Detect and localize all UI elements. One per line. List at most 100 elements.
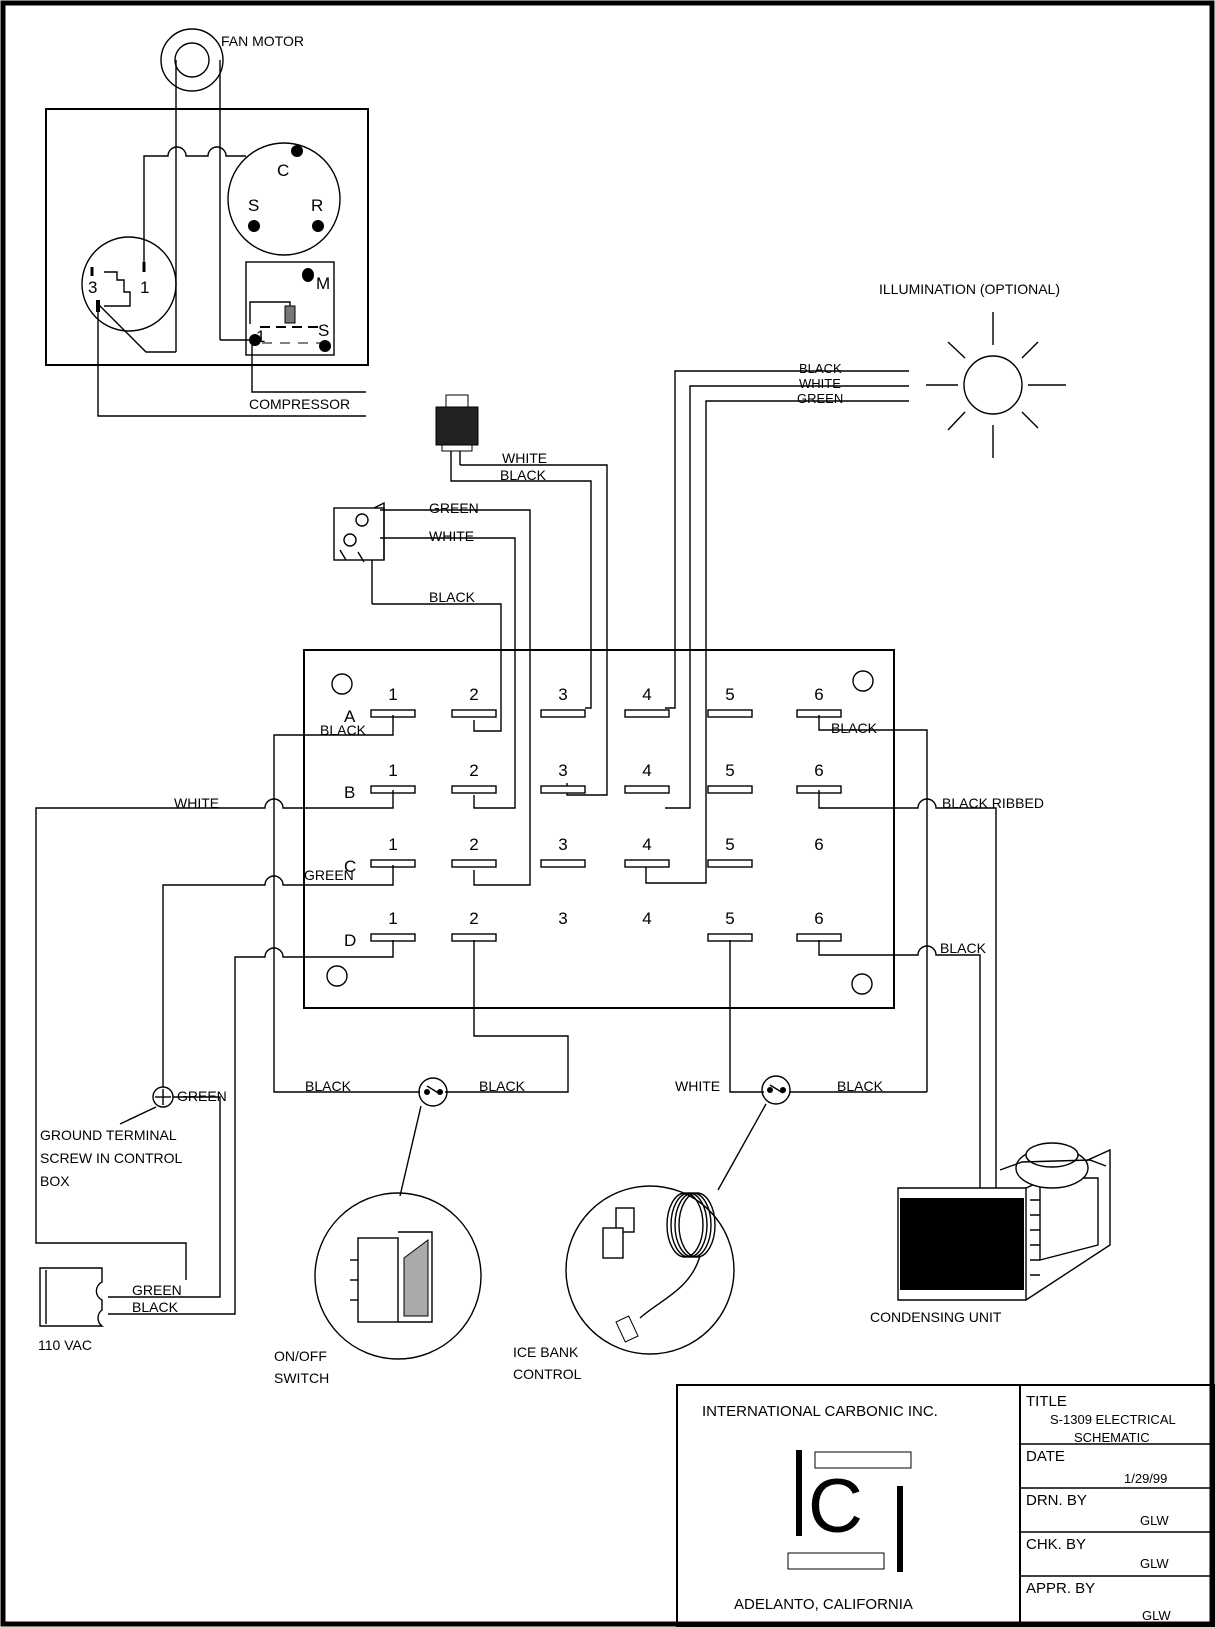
vac-wire-green: GREEN: [132, 1282, 182, 1298]
row-label-a: A: [344, 707, 356, 726]
terminal-number: 3: [558, 685, 567, 704]
row-label-d: D: [344, 931, 356, 950]
mount-hole-icon: [851, 973, 873, 995]
icebank-wire-white: WHITE: [675, 1078, 720, 1094]
illumination-lamp: ILLUMINATION (OPTIONAL) BLACK WHITE GREE…: [645, 281, 1066, 884]
lamp-wire-white: WHITE: [799, 376, 841, 391]
black-ribbed-label: BLACK RIBBED: [942, 795, 1044, 811]
terminal-bar: [540, 859, 586, 868]
terminal-bar: [624, 785, 670, 794]
terminal-number: 3: [558, 835, 567, 854]
terminal-bar: [451, 933, 497, 942]
cap-1-label: 1: [140, 278, 149, 297]
terminal-bar: [451, 709, 497, 718]
d6-wire-black: BLACK: [940, 940, 987, 956]
terminal-number: 2: [469, 835, 478, 854]
ground-wire-green: GREEN: [177, 1088, 227, 1104]
title-label: TITLE: [1026, 1393, 1067, 1410]
terminal-bar: [370, 933, 416, 942]
title-value-1: S-1309 ELECTRICAL: [1050, 1412, 1176, 1427]
ici-logo: C: [787, 1450, 912, 1572]
compressor-label: COMPRESSOR: [249, 396, 350, 412]
checked-by-label: CHK. BY: [1026, 1536, 1086, 1553]
wiring: BLACK WHITE GREEN GREEN GROUND TERMINAL …: [35, 715, 1111, 1386]
b1-wire-white: WHITE: [174, 795, 219, 811]
terminal-number: 1: [388, 835, 397, 854]
pump-wire-black: BLACK: [500, 467, 547, 483]
terminal-number: 6: [814, 685, 823, 704]
vac-label: 110 VAC: [38, 1337, 92, 1353]
timer-unit: GREEN WHITE BLACK: [333, 500, 531, 886]
timer-icon: [333, 507, 385, 561]
power-plug-icon: [39, 1267, 105, 1327]
drawn-by-label: DRN. BY: [1026, 1492, 1087, 1509]
checked-by-value: GLW: [1140, 1556, 1169, 1571]
timer-wire-white: WHITE: [429, 528, 474, 544]
overload-m-label: M: [316, 274, 330, 293]
condensing-unit-label: CONDENSING UNIT: [870, 1309, 1002, 1325]
a1-wire-black: BLACK: [320, 722, 367, 738]
timer-wire-black: BLACK: [429, 589, 476, 605]
ground-terminal-label-3: BOX: [40, 1173, 70, 1189]
terminal-number: 4: [642, 909, 651, 928]
onoff-switch-symbol: [418, 1077, 448, 1107]
terminal-number: 6: [814, 761, 823, 780]
terminal-number: 4: [642, 685, 651, 704]
terminal-number: 5: [725, 761, 734, 780]
fan-motor-label: FAN MOTOR: [221, 33, 304, 49]
onoff-switch-label-2: SWITCH: [274, 1370, 329, 1386]
terminal-number: 3: [558, 761, 567, 780]
mount-hole-icon: [331, 673, 353, 695]
vac-wire-black: BLACK: [132, 1299, 179, 1315]
pump-wire-white: WHITE: [502, 450, 547, 466]
ice-bank-label-1: ICE BANK: [513, 1344, 579, 1360]
terminal-bar: [624, 709, 670, 718]
start-relay-icon: [227, 142, 341, 256]
ground-terminal-label-1: GROUND TERMINAL: [40, 1127, 177, 1143]
date-value: 1/29/99: [1124, 1471, 1167, 1486]
terminal-bar: [540, 785, 586, 794]
approved-by-value: GLW: [1142, 1608, 1171, 1623]
terminal-bar: [451, 859, 497, 868]
terminal-number: 4: [642, 835, 651, 854]
terminal-number: 1: [388, 761, 397, 780]
terminal-number: 5: [725, 835, 734, 854]
svg-text:C: C: [808, 1464, 863, 1549]
approved-by-label: APPR. BY: [1026, 1580, 1095, 1597]
terminal-number: 6: [814, 835, 823, 854]
row-label-c: C: [344, 857, 356, 876]
lamp-icon: [963, 355, 1023, 415]
overload-1-label: 1: [256, 327, 265, 346]
a6-wire-black: BLACK: [831, 720, 878, 736]
switch-wire-black-right: BLACK: [479, 1078, 526, 1094]
terminal-number: 1: [388, 685, 397, 704]
terminal-bar: [707, 933, 753, 942]
terminal-bar: [796, 933, 842, 942]
lamp-wire-black: BLACK: [799, 361, 842, 376]
terminal-number: 5: [725, 685, 734, 704]
terminal-number: 4: [642, 761, 651, 780]
terminal-number: 3: [558, 909, 567, 928]
mount-hole-icon: [852, 670, 874, 692]
c1-wire-green: GREEN: [304, 867, 354, 883]
terminal-bar: [451, 785, 497, 794]
terminal-number: 1: [388, 909, 397, 928]
date-label: DATE: [1026, 1448, 1065, 1465]
terminal-bar: [624, 859, 670, 868]
row-label-b: B: [344, 783, 355, 802]
terminal-bar: [540, 709, 586, 718]
timer-wire-green: GREEN: [429, 500, 479, 516]
overload-s-label: S: [318, 321, 329, 340]
terminal-bar: [707, 785, 753, 794]
rocker-switch-icon: [350, 1231, 433, 1323]
ice-bank-control-icon: [602, 1192, 716, 1343]
icebank-wire-black: BLACK: [837, 1078, 884, 1094]
illumination-label: ILLUMINATION (OPTIONAL): [879, 281, 1060, 297]
overload-protector-icon: [245, 261, 335, 356]
ice-bank-label-2: CONTROL: [513, 1366, 582, 1382]
terminal-number: 2: [469, 909, 478, 928]
title-value-2: SCHEMATIC: [1074, 1430, 1150, 1445]
start-capacitor-icon: [81, 236, 177, 332]
